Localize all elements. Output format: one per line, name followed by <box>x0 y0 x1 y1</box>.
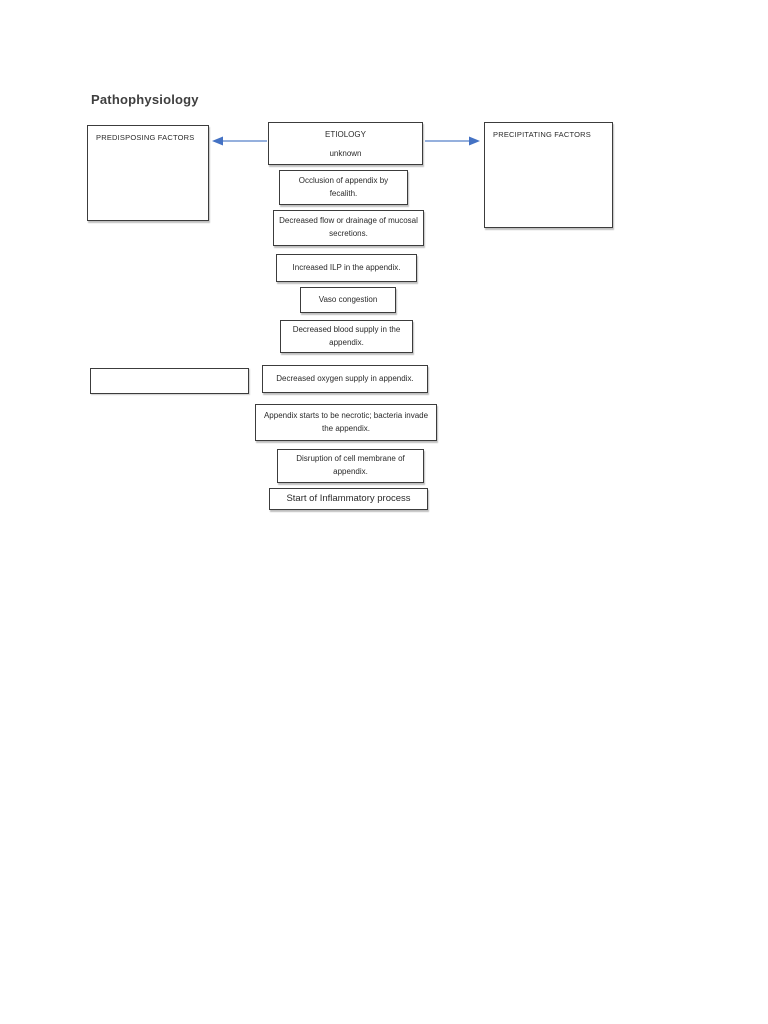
flow-box-occlusion: Occlusion of appendix by fecalith. <box>279 170 408 205</box>
flow-box-inflammatory-process: Start of Inflammatory process <box>269 488 428 510</box>
flow-box-necrotic: Appendix starts to be necrotic; bacteria… <box>255 404 437 441</box>
etiology-title: ETIOLOGY <box>325 130 366 139</box>
precipitating-factors-label: PRECIPITATING FACTORS <box>493 130 591 139</box>
left-arrow-icon <box>212 136 267 146</box>
predisposing-factors-box: PREDISPOSING FACTORS <box>87 125 209 221</box>
etiology-box: ETIOLOGY unknown <box>268 122 423 165</box>
flow-box-decreased-flow: Decreased flow or drainage of mucosal se… <box>273 210 424 246</box>
predisposing-factors-label: PREDISPOSING FACTORS <box>96 133 195 142</box>
flow-box-decreased-blood: Decreased blood supply in the appendix. <box>280 320 413 353</box>
flow-box-decreased-oxygen: Decreased oxygen supply in appendix. <box>262 365 428 393</box>
etiology-value: unknown <box>329 149 362 158</box>
precipitating-factors-box: PRECIPITATING FACTORS <box>484 122 613 228</box>
flow-box-vaso-congestion: Vaso congestion <box>300 287 396 313</box>
right-arrow-icon <box>425 136 480 146</box>
empty-box <box>90 368 249 394</box>
flow-box-cell-membrane: Disruption of cell membrane of appendix. <box>277 449 424 483</box>
flow-box-increased-ilp: Increased ILP in the appendix. <box>276 254 417 282</box>
page-title: Pathophysiology <box>91 92 199 107</box>
